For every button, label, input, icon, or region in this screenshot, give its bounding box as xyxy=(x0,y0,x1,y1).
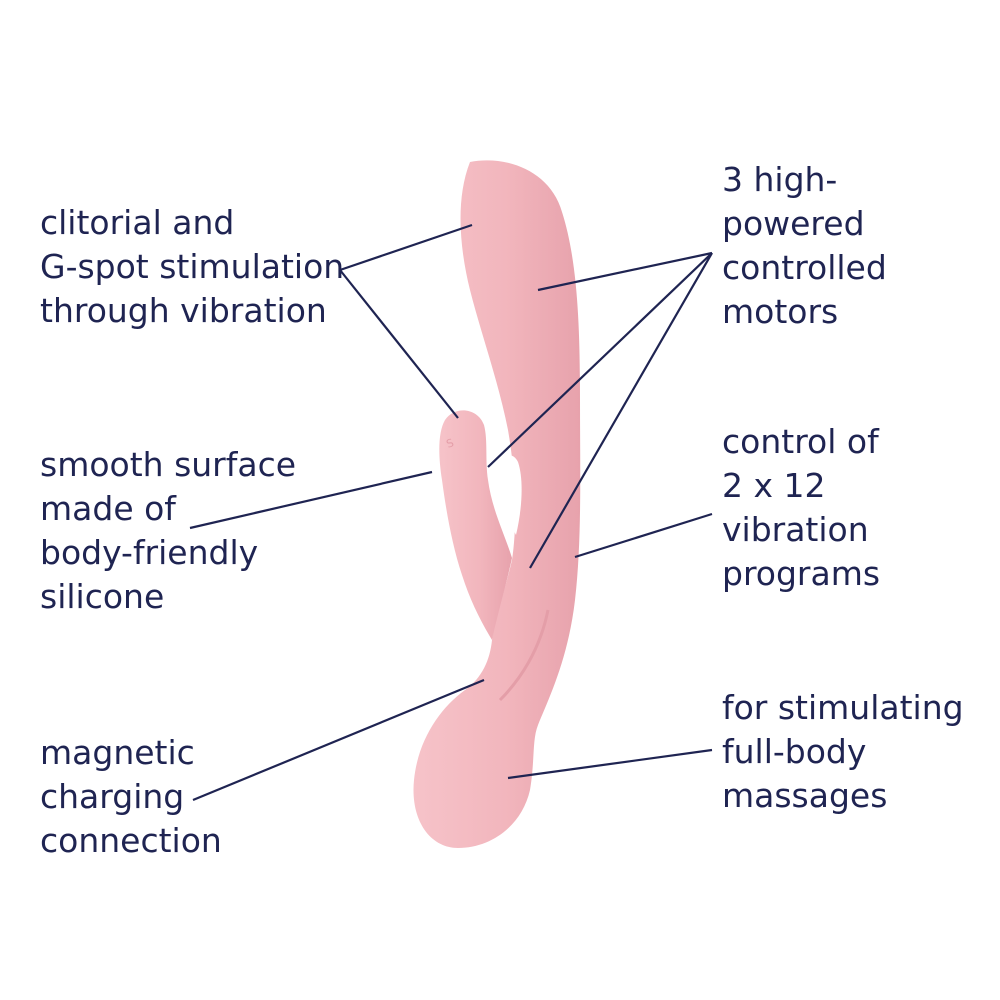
handle-shade xyxy=(498,609,550,702)
callout-body-friendly-silicone: smooth surface made of body-friendly sil… xyxy=(40,445,297,616)
clitoral-arm xyxy=(439,410,512,640)
leader-clitoral-tip xyxy=(339,223,473,272)
leader-silicone xyxy=(189,470,433,530)
callout-three-motors: 3 high- powered controlled motors xyxy=(722,160,887,331)
leader-massage xyxy=(507,748,713,780)
logo-mark: S xyxy=(445,436,456,451)
callout-clitoral-stimulation: clitorial and G-spot stimulation through… xyxy=(40,203,345,330)
leader-motors-top xyxy=(537,251,713,292)
leader-programs xyxy=(574,512,713,559)
arm-gap xyxy=(492,455,522,535)
callout-magnetic-charging: magnetic charging connection xyxy=(40,733,222,860)
callout-vibration-programs: control of 2 x 12 vibration programs xyxy=(722,422,881,593)
main-shaft xyxy=(413,160,581,849)
leader-clitoral-arm xyxy=(339,269,459,419)
callout-full-body-massage: for stimulating full-body massages xyxy=(722,688,964,815)
leader-motors-mid xyxy=(487,252,713,468)
leader-charging xyxy=(192,678,485,802)
leader-motors-low xyxy=(529,252,713,569)
